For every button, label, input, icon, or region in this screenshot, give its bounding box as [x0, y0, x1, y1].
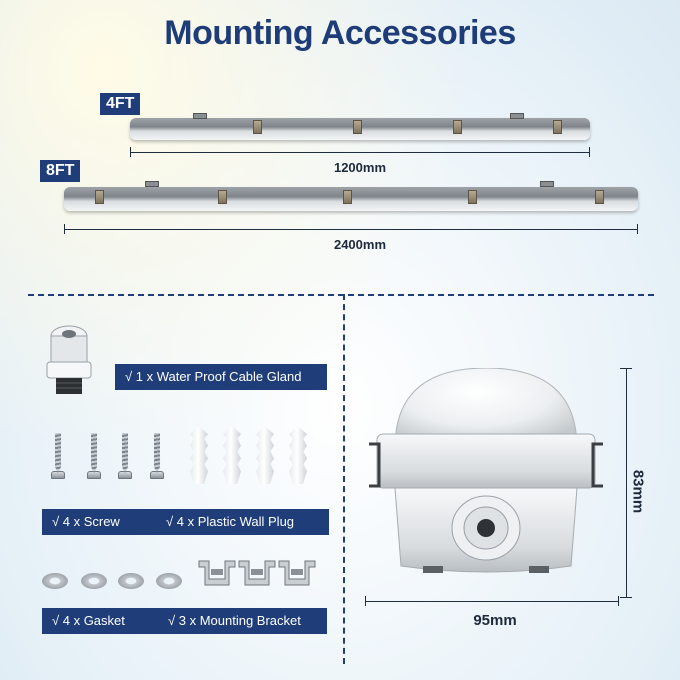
screw-image	[51, 433, 65, 479]
fixture-8ft-tab	[540, 181, 554, 187]
gasket-image	[42, 573, 68, 589]
fixture-4ft-clip	[253, 120, 262, 134]
cable-gland-label: √ 1 x Water Proof Cable Gland	[115, 364, 327, 390]
height-dimension-line	[626, 368, 627, 598]
wall-plug-label: √ 4 x Plastic Wall Plug	[162, 509, 329, 535]
section-divider-vertical	[343, 294, 345, 664]
fixture-4ft-clip	[453, 120, 462, 134]
wall-plug-image	[289, 426, 307, 484]
fixture-8ft-tab	[145, 181, 159, 187]
screw-image	[150, 433, 164, 479]
width-label: 95mm	[473, 612, 517, 629]
length-label-8ft: 2400mm	[333, 237, 387, 252]
mounting-bracket-label: √ 3 x Mounting Bracket	[162, 608, 327, 634]
light-cross-section-image	[365, 367, 607, 578]
dimension-line-4ft	[130, 152, 590, 153]
dimension-tick	[64, 224, 65, 234]
fixture-8ft-clip	[343, 190, 352, 204]
section-divider	[28, 294, 654, 296]
size-tag-8ft: 8FT	[40, 160, 81, 182]
size-tag-4ft: 4FT	[100, 93, 141, 115]
width-dimension-line	[365, 601, 619, 602]
mounting-bracket-image	[197, 553, 237, 589]
screw-image	[87, 433, 101, 479]
fixture-8ft-clip	[468, 190, 477, 204]
dimension-tick	[637, 224, 638, 234]
fixture-8ft-clip	[95, 190, 104, 204]
cable-gland-image	[42, 322, 96, 402]
dimension-tick	[618, 596, 619, 606]
screw-label: √ 4 x Screw	[42, 509, 162, 535]
screw-image	[118, 433, 132, 479]
page-title: Mounting Accessories	[164, 14, 516, 52]
fixture-4ft-clip	[553, 120, 562, 134]
fixture-8ft-clip	[595, 190, 604, 204]
fixture-4ft-tab	[193, 113, 207, 119]
gasket-label: √ 4 x Gasket	[42, 608, 162, 634]
length-label-4ft: 1200mm	[333, 160, 387, 175]
mounting-bracket-image	[277, 553, 317, 589]
dimension-tick	[620, 368, 632, 369]
fixture-8ft-clip	[218, 190, 227, 204]
wall-plug-image	[190, 426, 208, 484]
gasket-image	[81, 573, 107, 589]
dimension-tick	[365, 596, 366, 606]
fixture-4ft-tab	[510, 113, 524, 119]
fixture-4ft-clip	[353, 120, 362, 134]
mounting-bracket-image	[237, 553, 277, 589]
wall-plug-image	[223, 426, 241, 484]
gasket-image	[156, 573, 182, 589]
dimension-tick	[130, 147, 131, 157]
dimension-tick	[589, 147, 590, 157]
height-label: 83mm	[629, 469, 647, 514]
dimension-tick	[620, 597, 632, 598]
wall-plug-image	[256, 426, 274, 484]
dimension-line-8ft	[64, 229, 638, 230]
gasket-image	[118, 573, 144, 589]
